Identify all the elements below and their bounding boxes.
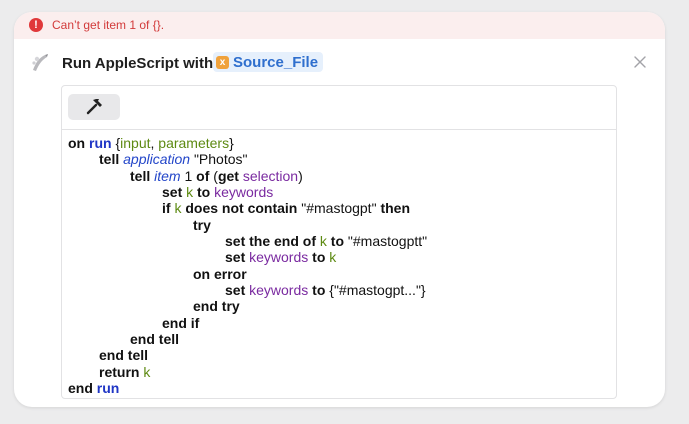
code-line: end tell (99, 347, 149, 364)
code-line: on run {input, parameters} (68, 135, 234, 151)
code-line: on error (193, 265, 247, 282)
error-icon: ! (29, 18, 43, 32)
script-code[interactable]: on run {input, parameters} tell applicat… (68, 135, 427, 397)
code-line: return k (99, 363, 151, 380)
variable-icon: x (216, 55, 229, 69)
action-title: Run AppleScript with (62, 55, 214, 72)
code-line: set k to keywords (162, 184, 274, 201)
hammer-icon (86, 99, 102, 115)
code-line: set keywords to {"#mastogpt..."} (225, 282, 426, 299)
error-message: Can’t get item 1 of {}. (52, 18, 165, 32)
code-line: set the end of k to "#mastogptt" (225, 233, 428, 250)
close-button[interactable] (631, 53, 649, 71)
code-line: set keywords to k (225, 249, 337, 266)
code-line: tell application "Photos" (99, 151, 248, 168)
close-icon (634, 56, 646, 68)
code-line: if k does not contain "#mastogpt" then (162, 200, 410, 217)
action-header: Run AppleScript with x Source_File (14, 50, 665, 78)
script-editor[interactable]: on run {input, parameters} tell applicat… (61, 85, 617, 399)
source-file-variable-token[interactable]: x Source_File (213, 52, 324, 72)
code-line: end run (68, 380, 120, 397)
code-line: end try (193, 298, 240, 315)
compile-button[interactable] (68, 94, 120, 120)
code-line: try (193, 216, 211, 233)
applescript-script-icon (26, 50, 52, 76)
error-banner: ! Can’t get item 1 of {}. (14, 12, 665, 39)
code-line: tell item 1 of (get selection) (130, 167, 303, 184)
code-line: end if (162, 314, 200, 331)
action-card: ! Can’t get item 1 of {}. Run AppleScrip… (14, 12, 665, 407)
code-line: end tell (130, 331, 180, 348)
token-label: Source_File (233, 53, 319, 71)
editor-toolbar (62, 86, 616, 130)
